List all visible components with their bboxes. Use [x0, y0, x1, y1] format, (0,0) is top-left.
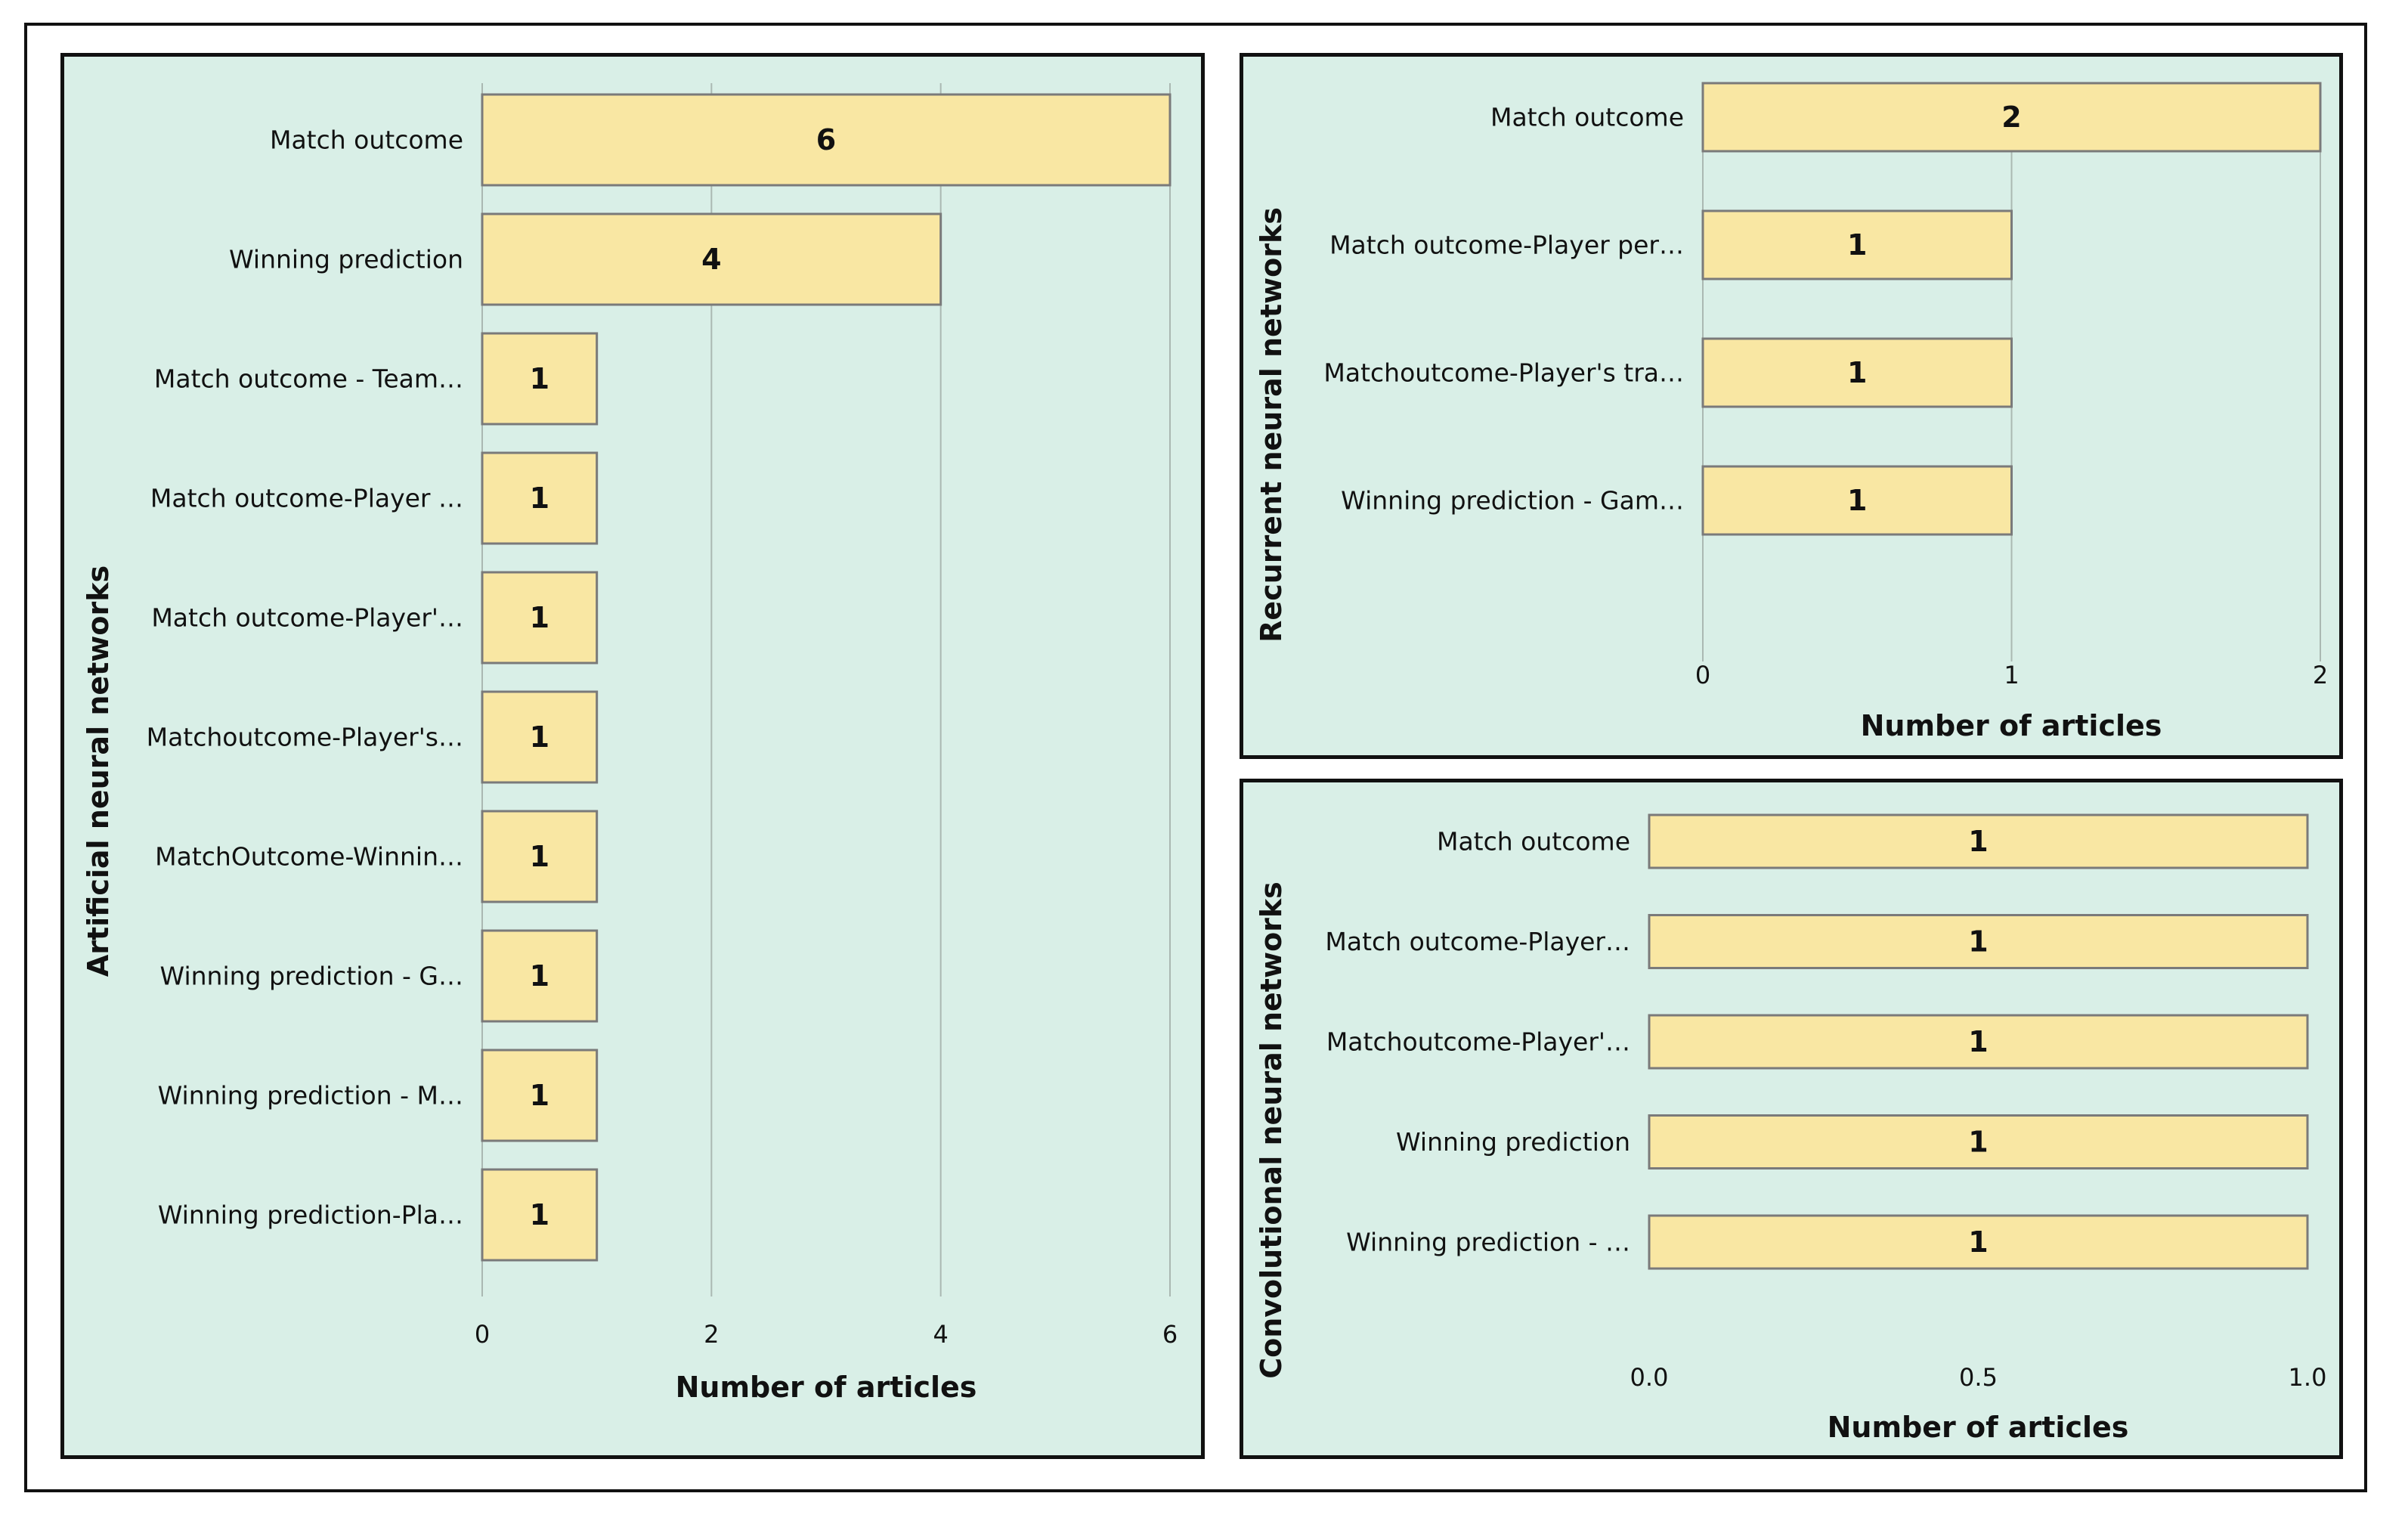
- x-tick-label: 0: [1695, 661, 1710, 689]
- category-label: Winning prediction: [229, 245, 463, 274]
- figure-frame: [24, 23, 2367, 1492]
- x-axis-title: Number of articles: [1828, 1411, 2129, 1444]
- data-label: 1: [1968, 1126, 1988, 1159]
- data-label: 1: [530, 840, 549, 873]
- category-label: Matchoutcome-Player's tra…: [1323, 358, 1684, 388]
- category-label: Match outcome-Player per…: [1329, 231, 1684, 260]
- bar-match-outcome: [481, 93, 1172, 187]
- data-label: 4: [701, 243, 721, 276]
- data-label: 1: [1968, 825, 1988, 858]
- rnn-bar-chart: 2 Match outcome 1 Match outcome-Player per……: [1255, 82, 2328, 742]
- data-label: 1: [530, 601, 549, 634]
- data-label: 1: [530, 362, 549, 395]
- category-label: Winning prediction - …: [1346, 1228, 1630, 1257]
- category-label: Match outcome: [1437, 827, 1630, 857]
- data-label: 1: [1968, 925, 1988, 959]
- bar-match-outcome-team: [481, 332, 599, 426]
- data-label: 1: [530, 720, 549, 754]
- bar-winning-prediction-m: [481, 1049, 599, 1142]
- bar-winning-prediction: [1648, 1114, 2309, 1169]
- data-label: 1: [1847, 484, 1867, 517]
- data-label: 1: [530, 1079, 549, 1112]
- data-label: 2: [2001, 101, 2021, 134]
- x-tick-label: 0.5: [1959, 1363, 1998, 1392]
- x-tick-label: 1.0: [2289, 1363, 2327, 1392]
- x-tick-label: 2: [704, 1320, 719, 1349]
- bar-matchoutcome-winnin: [481, 810, 599, 903]
- x-tick-label: 4: [933, 1320, 948, 1349]
- bar-match-outcome-player: [481, 451, 599, 545]
- category-label: Match outcome: [1490, 103, 1684, 132]
- bar-winning-prediction-g: [481, 929, 599, 1023]
- bar-winning-prediction-pla: [481, 1168, 599, 1262]
- x-axis-title: Number of articles: [676, 1371, 977, 1404]
- data-label: 1: [1968, 1225, 1988, 1259]
- bar-match-outcome-player: [481, 571, 599, 665]
- data-label: 1: [1847, 228, 1867, 262]
- category-label: MatchOutcome-Winnin…: [155, 842, 463, 872]
- category-label: Matchoutcome-Player'…: [1326, 1027, 1630, 1057]
- x-axis-title: Number of articles: [1861, 709, 2162, 742]
- x-tick-label: 6: [1162, 1320, 1178, 1349]
- bar-match-outcome: [1701, 82, 2322, 153]
- bar-match-outcome: [1648, 813, 2309, 869]
- x-tick-label: 0: [475, 1320, 490, 1349]
- x-tick-label: 2: [2313, 661, 2328, 689]
- bar-matchoutcome-player-s-tra: [1701, 337, 2013, 408]
- category-label: Match outcome-Player'…: [151, 603, 463, 633]
- category-label: Match outcome: [270, 125, 463, 155]
- category-label: Winning prediction - Gam…: [1341, 486, 1684, 516]
- category-label: Winning prediction: [1396, 1127, 1630, 1157]
- data-label: 1: [530, 482, 549, 515]
- category-label: Matchoutcome-Player's…: [147, 723, 463, 752]
- category-label: Winning prediction - G…: [160, 962, 463, 991]
- category-label: Winning prediction - M…: [158, 1081, 463, 1111]
- panel-recurrent-neural-networks: 2 Match outcome 1 Match outcome-Player per……: [1240, 53, 2343, 759]
- x-tick-label: 1: [2004, 661, 2019, 689]
- data-label: 1: [530, 959, 549, 993]
- data-label: 1: [530, 1198, 549, 1231]
- data-label: 6: [816, 123, 836, 156]
- bar-matchoutcome-player-s: [481, 690, 599, 784]
- bar-winning-prediction: [481, 212, 942, 306]
- y-axis-title: Artificial neural networks: [82, 565, 115, 977]
- category-label: Match outcome-Player …: [150, 484, 463, 513]
- data-label: 1: [1847, 356, 1867, 389]
- y-axis-title: Recurrent neural networks: [1255, 207, 1288, 643]
- x-tick-label: 0.0: [1630, 1363, 1669, 1392]
- bar-winning-prediction: [1648, 1214, 2309, 1270]
- bar-match-outcome-player-per: [1701, 209, 2013, 280]
- y-axis-title: Convolutional neural networks: [1255, 881, 1288, 1379]
- data-label: 1: [1968, 1025, 1988, 1058]
- category-label: Winning prediction-Pla…: [158, 1200, 463, 1230]
- category-label: Match outcome - Team…: [154, 364, 463, 394]
- bar-matchoutcome-player: [1648, 1014, 2309, 1070]
- bar-match-outcome-player: [1648, 914, 2309, 969]
- bar-winning-prediction-gam: [1701, 465, 2013, 536]
- category-label: Match outcome-Player…: [1325, 927, 1630, 956]
